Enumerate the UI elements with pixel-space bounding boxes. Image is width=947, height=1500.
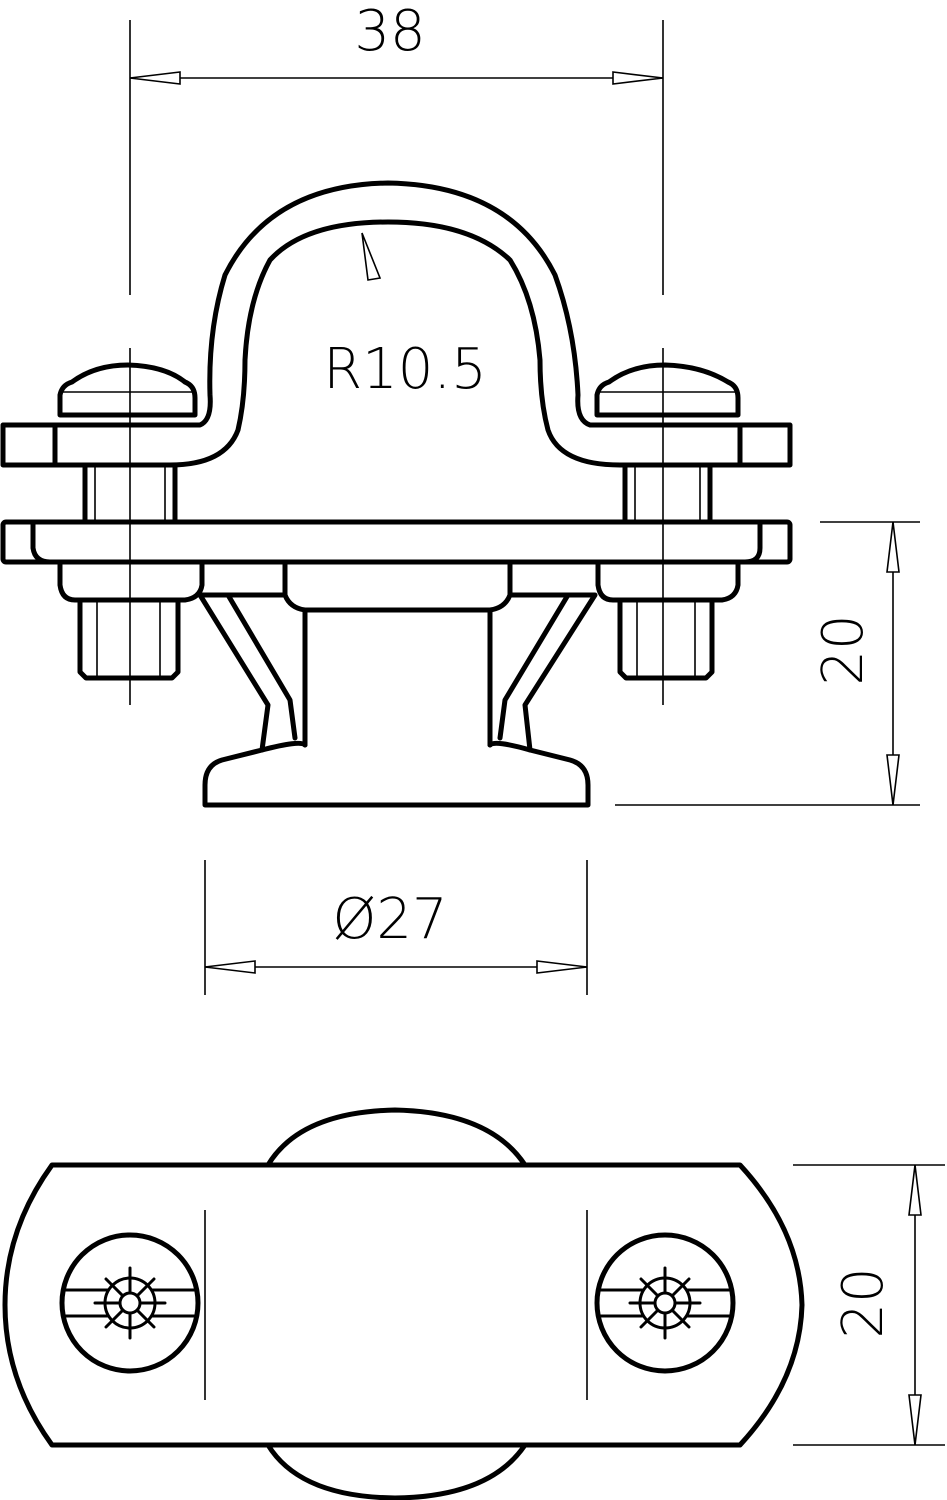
dimension-height-20: 20: [615, 521, 920, 806]
dimension-width-20: 20: [793, 1164, 945, 1446]
plan-view: 20: [2, 1107, 945, 1500]
dimension-label-diameter: Ø27: [332, 887, 447, 952]
screw-head-right: [594, 1232, 736, 1374]
dimension-diameter-27: Ø27: [204, 860, 588, 995]
side-view: 38: [0, 0, 920, 995]
dimension-label-38: 38: [354, 0, 425, 64]
screw-head-left: [59, 1232, 201, 1374]
dimension-label-radius: R10.5: [323, 337, 487, 402]
dimension-label-width: 20: [831, 1267, 896, 1338]
dimension-label-height: 20: [811, 614, 876, 685]
dimension-38: 38: [129, 0, 664, 295]
dimension-radius: R10.5: [323, 232, 487, 402]
